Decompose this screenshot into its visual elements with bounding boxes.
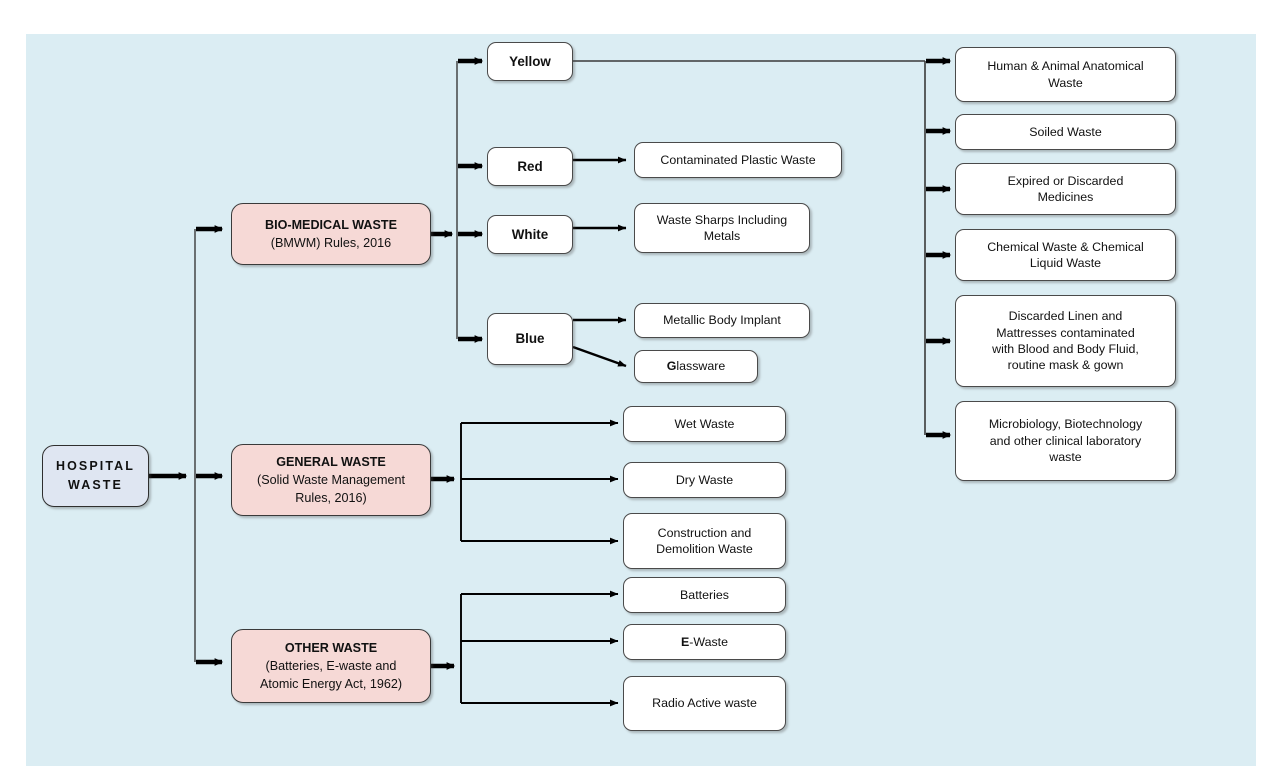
- leaf-label-radio-active-waste: Radio Active waste: [652, 696, 757, 711]
- leaf-label-chemical-waste-line1: Chemical Waste & Chemical: [987, 239, 1144, 254]
- leaf-label-e-waste-rest: -Waste: [689, 634, 729, 649]
- root-label-line2: WASTE: [68, 478, 123, 492]
- category-node-bio-medical-waste[interactable]: BIO-MEDICAL WASTE (BMWM) Rules, 2016: [231, 203, 431, 265]
- leaf-discarded-linen-mattresses[interactable]: Discarded Linen and Mattresses contamina…: [955, 295, 1176, 387]
- leaf-construction-demolition-waste[interactable]: Construction and Demolition Waste: [623, 513, 786, 569]
- category-subtitle-general-waste-line2: Rules, 2016): [295, 491, 367, 506]
- category-title-other-waste: OTHER WASTE: [284, 640, 378, 655]
- color-code-red-label: Red: [517, 158, 543, 174]
- category-subtitle-other-waste-line1: (Batteries, E-waste and: [265, 658, 397, 673]
- leaf-label-microbiology-line1: Microbiology, Biotechnology: [988, 417, 1143, 432]
- leaf-label-wet-waste: Wet Waste: [674, 416, 735, 431]
- leaf-soiled-waste[interactable]: Soiled Waste: [955, 114, 1176, 150]
- leaf-label-human-animal-anatomical-waste-line2: Waste: [1048, 75, 1083, 90]
- leaf-label-e-waste-lead: E: [680, 634, 690, 649]
- color-code-red[interactable]: Red: [487, 147, 573, 186]
- category-subtitle-other-waste-line2: Atomic Energy Act, 1962): [259, 677, 403, 692]
- leaf-label-metallic-body-implant: Metallic Body Implant: [663, 313, 781, 328]
- leaf-human-animal-anatomical-waste[interactable]: Human & Animal Anatomical Waste: [955, 47, 1176, 102]
- leaf-radio-active-waste[interactable]: Radio Active waste: [623, 676, 786, 731]
- leaf-label-waste-sharps-line1: Waste Sharps Including: [656, 212, 788, 227]
- leaf-label-batteries: Batteries: [680, 587, 729, 602]
- category-node-other-waste[interactable]: OTHER WASTE (Batteries, E-waste and Atom…: [231, 629, 431, 703]
- leaf-label-microbiology-line3: waste: [1049, 450, 1082, 465]
- color-code-white-label: White: [511, 226, 549, 242]
- root-node-hospital-waste[interactable]: HOSPITAL WASTE: [42, 445, 149, 507]
- color-code-blue[interactable]: Blue: [487, 313, 573, 365]
- leaf-label-construction-line2: Demolition Waste: [656, 542, 753, 556]
- leaf-e-waste[interactable]: E-Waste: [623, 624, 786, 660]
- category-subtitle-general-waste-line1: (Solid Waste Management: [257, 472, 405, 487]
- leaf-label-glassware: Glassware: [667, 358, 726, 374]
- leaf-chemical-waste[interactable]: Chemical Waste & Chemical Liquid Waste: [955, 229, 1176, 281]
- leaf-label-microbiology-line2: and other clinical laboratory: [989, 433, 1142, 448]
- leaf-label-discarded-linen-line3: with Blood and Body Fluid,: [992, 342, 1139, 356]
- leaf-label-discarded-linen-line1: Discarded Linen and: [1008, 309, 1123, 324]
- leaf-label-contaminated-plastic-waste: Contaminated Plastic Waste: [660, 152, 816, 167]
- leaf-expired-discarded-medicines[interactable]: Expired or Discarded Medicines: [955, 163, 1176, 215]
- color-code-white[interactable]: White: [487, 215, 573, 254]
- leaf-contaminated-plastic-waste[interactable]: Contaminated Plastic Waste: [634, 142, 842, 178]
- category-title-general-waste: GENERAL WASTE: [276, 454, 386, 469]
- leaf-label-expired-discarded-medicines-line1: Expired or Discarded: [1007, 173, 1124, 188]
- leaf-wet-waste[interactable]: Wet Waste: [623, 406, 786, 442]
- color-code-yellow[interactable]: Yellow: [487, 42, 573, 81]
- leaf-label-dry-waste: Dry Waste: [675, 472, 734, 487]
- leaf-dry-waste[interactable]: Dry Waste: [623, 462, 786, 498]
- root-label-line1: HOSPITAL: [55, 458, 136, 473]
- leaf-label-discarded-linen-line2: Mattresses contaminated: [996, 325, 1135, 340]
- category-node-general-waste[interactable]: GENERAL WASTE (Solid Waste Management Ru…: [231, 444, 431, 516]
- category-title-bio-medical-waste: BIO-MEDICAL WASTE: [264, 217, 397, 232]
- leaf-label-glassware-rest: lassware: [676, 359, 726, 374]
- leaf-microbiology-biotechnology-waste[interactable]: Microbiology, Biotechnology and other cl…: [955, 401, 1176, 481]
- color-code-blue-label: Blue: [515, 331, 545, 347]
- leaf-label-glassware-lead: G: [666, 359, 677, 374]
- leaf-label-soiled-waste: Soiled Waste: [1029, 124, 1102, 139]
- category-subtitle-bio-medical-waste: (BMWM) Rules, 2016: [270, 236, 392, 250]
- leaf-waste-sharps[interactable]: Waste Sharps Including Metals: [634, 203, 810, 253]
- leaf-label-expired-discarded-medicines-line2: Medicines: [1037, 190, 1094, 204]
- leaf-glassware[interactable]: Glassware: [634, 350, 758, 383]
- leaf-batteries[interactable]: Batteries: [623, 577, 786, 613]
- color-code-yellow-label: Yellow: [509, 53, 551, 69]
- leaf-label-discarded-linen-line4: routine mask & gown: [1007, 358, 1124, 373]
- leaf-label-construction-line1: Construction and: [657, 525, 752, 540]
- leaf-label-chemical-waste-line2: Liquid Waste: [1029, 256, 1102, 270]
- leaf-label-human-animal-anatomical-waste-line1: Human & Animal Anatomical: [987, 59, 1144, 74]
- leaf-label-waste-sharps-line2: Metals: [703, 229, 741, 243]
- leaf-metallic-body-implant[interactable]: Metallic Body Implant: [634, 303, 810, 338]
- leaf-label-e-waste: E-Waste: [681, 634, 728, 650]
